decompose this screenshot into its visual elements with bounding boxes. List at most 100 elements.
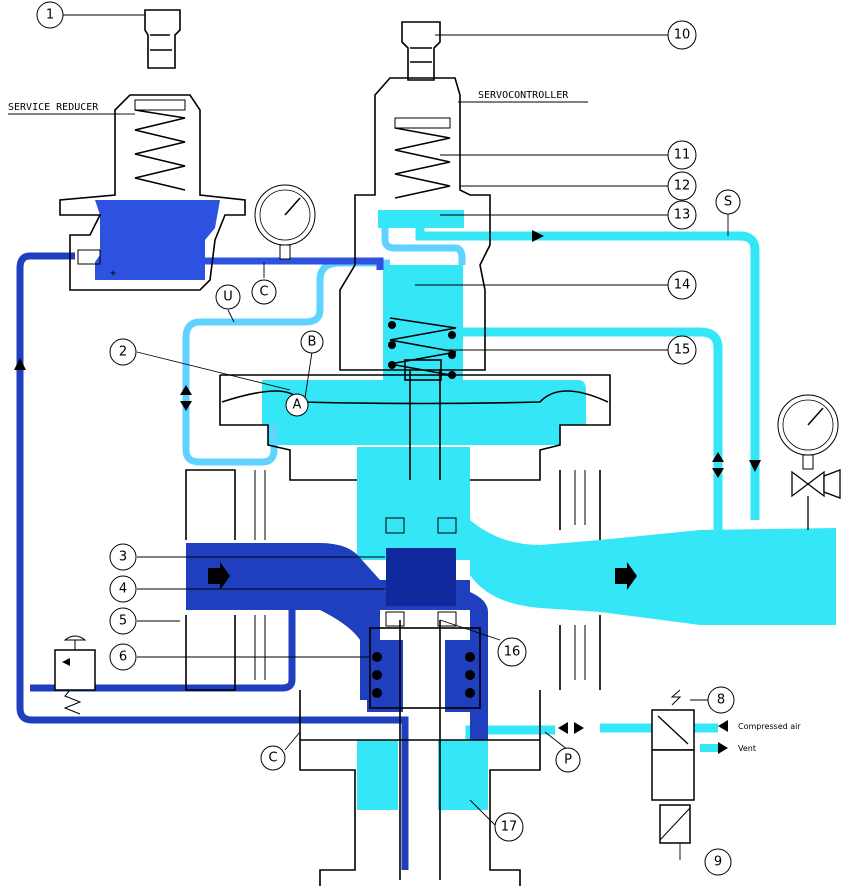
letter-s: S (715, 189, 741, 215)
svg-text:4: 4 (119, 582, 127, 597)
stem-nut (404, 359, 442, 381)
svg-text:2: 2 (119, 345, 127, 360)
callout-1: 1 (36, 1, 64, 29)
svg-text:C: C (268, 751, 277, 766)
svg-text:C: C (259, 285, 268, 300)
letter-a: A (285, 393, 309, 417)
svg-text:13: 13 (674, 208, 691, 223)
svg-text:U: U (223, 290, 233, 305)
letter-p: P (555, 747, 581, 773)
flange-left (254, 470, 266, 680)
callout-3: 3 (109, 543, 137, 571)
letter-c-top: C (251, 279, 277, 305)
pilot-piston-right (445, 640, 481, 712)
feedback-arrow-down (712, 468, 724, 478)
callout-14: 14 (667, 270, 697, 300)
servo-spring (394, 127, 451, 199)
pilot-seat-right (437, 611, 457, 627)
sense-arrow-right (532, 230, 544, 242)
callout-13: 13 (667, 200, 697, 230)
svg-text:3: 3 (119, 550, 127, 565)
p-arrow-left (558, 722, 568, 734)
feedback-arrow-up (712, 452, 724, 462)
servo-diaphragm-chamber (378, 210, 464, 228)
flange-right (574, 470, 586, 680)
valve-seat-right (437, 517, 457, 534)
servo-link-line (381, 228, 466, 265)
callout-5: 5 (109, 607, 137, 635)
valve-5-icon (54, 635, 96, 715)
callout-6: 6 (109, 643, 137, 671)
valve-seat-left (385, 517, 405, 534)
vent-label: Vent (738, 744, 756, 753)
reducer-spring-cap (134, 99, 186, 111)
svg-text:B: B (308, 335, 317, 350)
callout-4: 4 (109, 575, 137, 603)
letter-u: U (215, 284, 241, 310)
callout-12: 12 (667, 171, 697, 201)
pilot-arrow-up (14, 358, 26, 370)
gauge-c-icon (254, 184, 316, 260)
vent-line (700, 744, 718, 752)
vent-arrow (718, 742, 728, 754)
callout-2: 2 (109, 338, 137, 366)
callout-17: 17 (494, 812, 524, 842)
svg-text:6: 6 (119, 650, 127, 665)
letter-c-bottom: C (260, 745, 286, 771)
svg-text:14: 14 (674, 278, 691, 293)
compressed-air-arrow (718, 720, 728, 732)
callout-10: 10 (667, 20, 697, 50)
pilot-spring-15 (389, 317, 457, 377)
gauge-s-icon (777, 394, 841, 530)
outlet-flow-arrow (615, 562, 637, 590)
svg-text:5: 5 (119, 614, 127, 629)
plus-label: + (110, 268, 116, 279)
svg-text:A: A (293, 398, 302, 413)
callout-11: 11 (667, 140, 697, 170)
svg-text:17: 17 (501, 820, 518, 835)
inlet-flow-arrow (208, 562, 230, 590)
letter-b: B (300, 330, 324, 354)
reducer-outlet-line (205, 257, 384, 270)
lower-spring-housing (369, 627, 481, 709)
svg-text:9: 9 (714, 855, 722, 870)
servo-adjust-screw (401, 21, 441, 81)
callout-9: 9 (704, 848, 732, 876)
reducer-adjust-screw (144, 9, 181, 69)
service-reducer-body (59, 94, 246, 291)
p-arrow-right (574, 722, 584, 734)
u-arrow-down (180, 401, 192, 411)
sense-line-s (415, 228, 760, 520)
servocontroller-body (339, 77, 491, 371)
compressed-air-label: Compressed air (738, 722, 801, 731)
reducer-filter (77, 249, 101, 265)
svg-text:10: 10 (674, 28, 691, 43)
diaphragm-a (221, 390, 609, 405)
callout-16: 16 (497, 637, 527, 667)
reducer-chamber (95, 200, 220, 280)
main-housing-top (219, 374, 611, 481)
outlet-chamber (357, 447, 836, 625)
motor-chamber (357, 740, 488, 810)
svg-text:P: P (564, 753, 572, 768)
solenoid-valve-icon (651, 689, 695, 844)
callout-8: 8 (707, 686, 735, 714)
lower-spring-coils (372, 321, 475, 698)
pilot-supply-line (16, 252, 409, 870)
svg-text:8: 8 (717, 693, 725, 708)
diaphragm-chamber (262, 380, 586, 445)
line-u (182, 259, 390, 466)
valve-plug (386, 548, 456, 606)
reducer-spring (134, 109, 186, 191)
u-arrow-up (180, 385, 192, 395)
pilot-seat-left (385, 611, 405, 627)
outlet-feedback-line (455, 327, 723, 530)
svg-text:12: 12 (674, 179, 691, 194)
svg-text:S: S (724, 195, 732, 210)
pilot-feed-line (30, 610, 296, 692)
servocontroller-label: SERVOCONTROLLER (478, 90, 569, 101)
svg-text:1: 1 (46, 8, 54, 23)
servo-spring-cap (394, 117, 451, 129)
svg-text:16: 16 (504, 645, 521, 660)
